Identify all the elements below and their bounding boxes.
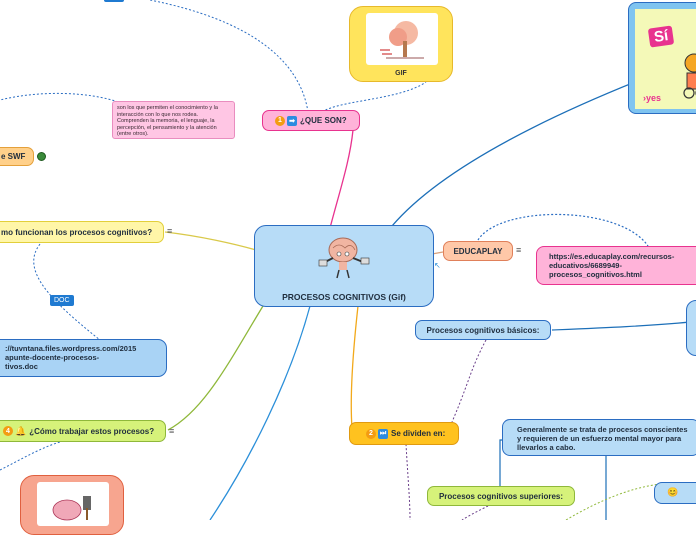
superiores-label: Procesos cognitivos superiores:: [439, 492, 563, 501]
globe-icon[interactable]: [37, 152, 46, 161]
se-dividen-node[interactable]: 2 ⏭ Se dividen en:: [349, 422, 459, 445]
image-card[interactable]: Sí ›yes: [628, 2, 696, 114]
menu-icon-como-funcionan[interactable]: ≡: [167, 226, 172, 236]
brain-hammer-icon: [37, 482, 109, 526]
gif-label: GIF: [350, 70, 452, 77]
central-title: PROCESOS COGNITIVOS (Gif): [255, 292, 433, 302]
menu-icon-educaplay[interactable]: ≡: [516, 245, 521, 255]
doc-tag[interactable]: DOC: [50, 295, 74, 306]
right-edge-node[interactable]: [686, 300, 696, 356]
relation-superiores-down: [462, 506, 488, 520]
educaplay-link-text: https://es.educaplay.com/recursos-educat…: [549, 252, 674, 279]
que-son-node[interactable]: 1 ➡ ¿QUE SON?: [262, 110, 360, 131]
brain-tree-icon: [366, 13, 438, 65]
branch-lower-blue: [210, 306, 310, 520]
doc-link-node[interactable]: ://tuvntana.files.wordpress.com/2015 apu…: [0, 339, 167, 377]
relation-note: [0, 93, 118, 102]
doc-link-line-3: tivos.doc: [5, 362, 166, 371]
branch-como-trabajar: [168, 306, 263, 430]
que-son-label: ¿QUE SON?: [300, 116, 347, 125]
image-card-picture: Sí ›yes: [635, 9, 696, 109]
superiores-desc-node[interactable]: Generalmente se trata de procesos consci…: [502, 419, 696, 456]
fast-forward-icon: ⏭: [378, 429, 388, 439]
como-funcionan-label: mo funcionan los procesos cognitivos?: [1, 228, 152, 237]
menu-icon-como-trabajar[interactable]: ≡: [169, 426, 174, 436]
relation-right-lower: [566, 484, 660, 520]
swf-node[interactable]: e SWF: [0, 147, 34, 166]
relation-left-lower: [0, 442, 60, 470]
doc-link-line-2: apunte-docente-procesos-: [5, 353, 166, 362]
number-4-icon: 4: [3, 426, 13, 436]
emoji-node[interactable]: 😊: [654, 482, 696, 504]
relation-doc: [34, 244, 100, 340]
brain-character-icon: [311, 232, 375, 280]
gif-image: [366, 13, 438, 65]
branch-basicos: [552, 322, 690, 330]
que-son-note[interactable]: son los que permiten el conocimiento y l…: [112, 101, 235, 139]
educaplay-label: EDUCAPLAY: [453, 247, 502, 256]
swf-label: e SWF: [1, 152, 25, 161]
number-2-icon: 2: [366, 429, 376, 439]
gif-card[interactable]: GIF: [349, 6, 453, 82]
branch-que-son: [330, 130, 353, 228]
arrow-right-icon: ➡: [287, 116, 297, 126]
educaplay-node[interactable]: EDUCAPLAY: [443, 241, 513, 261]
link-icon[interactable]: ↖: [434, 261, 441, 270]
character-icon: [679, 49, 696, 99]
branch-se-dividen: [351, 306, 358, 428]
como-funcionan-node[interactable]: mo funcionan los procesos cognitivos?: [0, 221, 164, 243]
doc-link-line-1: ://tuvntana.files.wordpress.com/2015: [5, 344, 166, 353]
como-trabajar-node[interactable]: 4 🔔 ¿Cómo trabajar estos procesos?: [0, 420, 166, 442]
branch-image-card: [392, 80, 640, 226]
yes-text: ›yes: [643, 93, 661, 103]
central-node[interactable]: PROCESOS COGNITIVOS (Gif): [254, 225, 434, 307]
bell-icon: 🔔: [15, 426, 26, 437]
basicos-node[interactable]: Procesos cognitivos básicos:: [415, 320, 551, 340]
se-dividen-label: Se dividen en:: [391, 429, 445, 438]
basicos-label: Procesos cognitivos básicos:: [427, 326, 540, 335]
relation-top: [150, 0, 308, 112]
brain-gif-card[interactable]: [20, 475, 124, 535]
como-trabajar-label: ¿Cómo trabajar estos procesos?: [29, 427, 154, 436]
branch-como-funcionan: [165, 232, 256, 250]
si-badge: Sí: [648, 25, 675, 47]
smile-icon: 😊: [667, 487, 678, 497]
relation-basicos: [452, 340, 486, 422]
superiores-node[interactable]: Procesos cognitivos superiores:: [427, 486, 575, 506]
superiores-desc-text: Generalmente se trata de procesos consci…: [517, 425, 688, 452]
number-1-icon: 1: [275, 116, 285, 126]
brain-gif-image: [37, 482, 109, 526]
relation-gif: [322, 82, 426, 112]
educaplay-link-node[interactable]: https://es.educaplay.com/recursos-educat…: [536, 246, 696, 285]
top-tag[interactable]: [104, 0, 124, 2]
relation-se-dividen-down: [406, 444, 410, 520]
